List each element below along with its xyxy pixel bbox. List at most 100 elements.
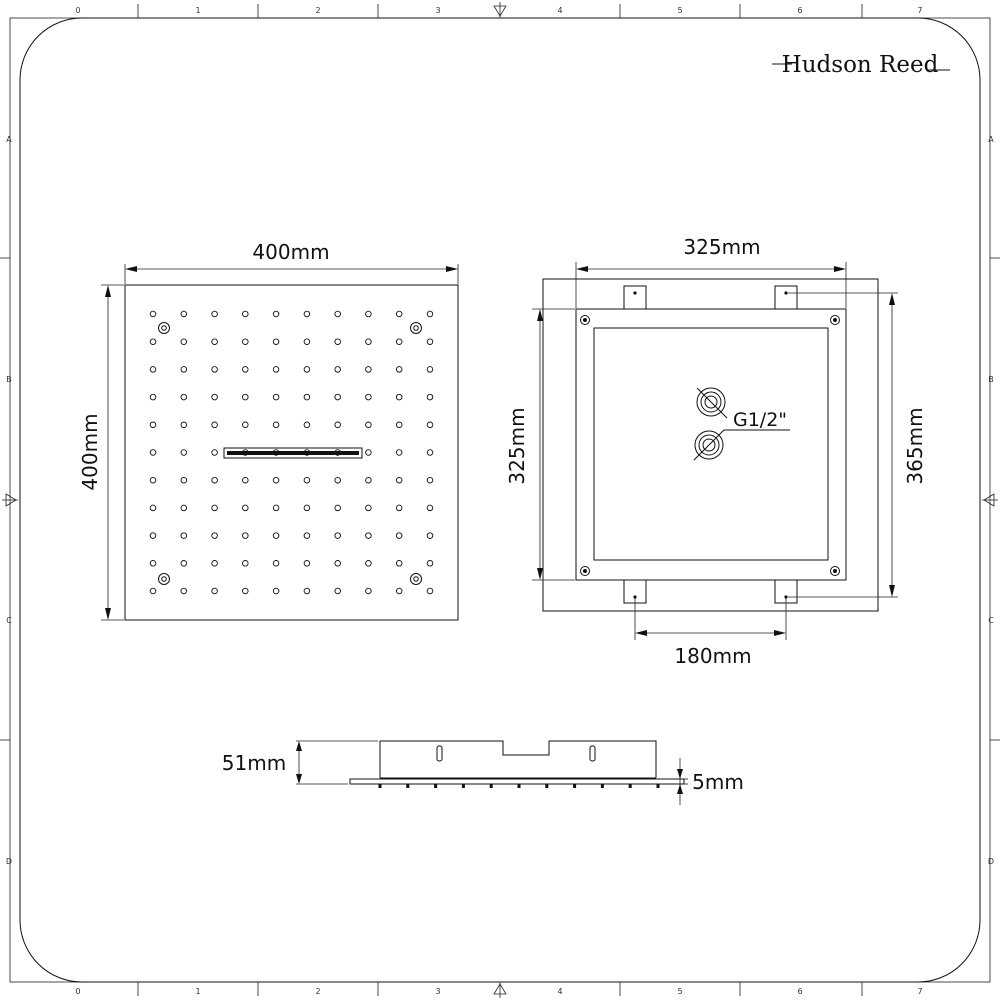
nozzle bbox=[272, 476, 280, 484]
nozzle bbox=[426, 393, 434, 401]
nozzle bbox=[180, 476, 188, 484]
nozzle bbox=[426, 310, 434, 318]
side-height-label: 51mm bbox=[222, 751, 286, 775]
nozzle bbox=[365, 338, 372, 345]
nozzle bbox=[242, 532, 249, 539]
nozzle bbox=[395, 393, 403, 401]
nozzle bbox=[303, 560, 311, 567]
side-nozzle bbox=[656, 784, 660, 788]
nozzle bbox=[180, 310, 188, 318]
bracket-spacing-label: 180mm bbox=[674, 644, 751, 668]
col-label: 5 bbox=[677, 6, 682, 15]
nozzle bbox=[211, 310, 218, 318]
nozzle bbox=[272, 338, 280, 345]
nozzle bbox=[426, 366, 434, 373]
nozzle bbox=[303, 587, 311, 595]
nozzle bbox=[272, 421, 280, 429]
side-body bbox=[379, 740, 657, 778]
nozzle bbox=[242, 393, 249, 401]
mounting-box bbox=[575, 308, 847, 581]
nozzle bbox=[211, 532, 218, 539]
plate-thickness-label: 5mm bbox=[692, 770, 744, 794]
nozzle bbox=[149, 366, 157, 373]
nozzle bbox=[211, 449, 218, 456]
side-nozzle bbox=[600, 784, 604, 788]
nozzle bbox=[334, 366, 341, 373]
row-label: B bbox=[988, 375, 994, 384]
row-label: C bbox=[988, 616, 994, 625]
nozzle bbox=[334, 587, 341, 595]
nozzle bbox=[242, 587, 249, 595]
nozzle bbox=[272, 504, 280, 512]
nozzle bbox=[149, 504, 157, 512]
nozzle bbox=[334, 421, 341, 429]
nozzle bbox=[426, 338, 434, 345]
front-width-dimension: 400mm bbox=[124, 240, 459, 284]
col-label: 1 bbox=[195, 6, 200, 15]
brand-name: Hudson Reed bbox=[782, 52, 939, 78]
outer-frame bbox=[542, 278, 879, 612]
brand-logo: Hudson Reed bbox=[772, 52, 950, 78]
nozzle bbox=[242, 560, 249, 567]
row-label: A bbox=[6, 135, 12, 144]
side-nozzle bbox=[461, 784, 465, 788]
side-nozzle bbox=[434, 784, 438, 788]
nozzle bbox=[395, 310, 403, 318]
back-height-dimension: 325mm bbox=[505, 308, 575, 581]
bracket-spacing-dimension: 180mm bbox=[634, 597, 787, 668]
front-width-label: 400mm bbox=[252, 240, 329, 264]
nozzle bbox=[242, 476, 249, 484]
nozzle bbox=[395, 587, 403, 595]
nozzle bbox=[149, 338, 157, 345]
side-plate bbox=[349, 778, 685, 785]
inner-panel bbox=[593, 327, 829, 561]
back-height-label: 325mm bbox=[505, 407, 529, 484]
nozzle bbox=[180, 560, 188, 567]
nozzle bbox=[272, 310, 280, 318]
nozzle bbox=[303, 393, 311, 401]
water-inlets: G1/2" bbox=[693, 387, 790, 461]
back-width-dimension: 325mm bbox=[575, 235, 847, 308]
col-label: 0 bbox=[75, 987, 80, 996]
nozzle bbox=[180, 449, 188, 456]
nozzle bbox=[149, 421, 157, 429]
nozzle bbox=[426, 504, 434, 512]
nozzle bbox=[211, 504, 218, 512]
col-label: 0 bbox=[75, 6, 80, 15]
nozzle bbox=[426, 476, 434, 484]
nozzle bbox=[242, 338, 249, 345]
col-label: 2 bbox=[315, 6, 320, 15]
inlet-label: G1/2" bbox=[733, 409, 787, 431]
nozzle bbox=[426, 449, 434, 456]
nozzle bbox=[334, 476, 341, 484]
nozzle bbox=[334, 393, 341, 401]
mounting-brackets bbox=[623, 285, 798, 604]
nozzle bbox=[395, 476, 403, 484]
nozzle bbox=[303, 310, 311, 318]
col-label: 6 bbox=[797, 987, 802, 996]
nozzle bbox=[395, 338, 403, 345]
nozzle bbox=[242, 310, 249, 318]
nozzle bbox=[303, 476, 311, 484]
nozzle bbox=[395, 421, 403, 429]
nozzle bbox=[426, 560, 434, 567]
nozzle bbox=[149, 532, 157, 539]
nozzle bbox=[211, 421, 218, 429]
row-label: D bbox=[6, 857, 12, 866]
plate-thickness-dimension: 5mm bbox=[677, 758, 744, 805]
nozzle bbox=[211, 393, 218, 401]
nozzle bbox=[365, 504, 372, 512]
nozzle bbox=[211, 338, 218, 345]
nozzle bbox=[303, 532, 311, 539]
nozzle bbox=[365, 366, 372, 373]
nozzle bbox=[395, 504, 403, 512]
nozzle bbox=[334, 560, 341, 567]
nozzle bbox=[334, 504, 341, 512]
back-view: G1/2" 325mm 325mm 365mm bbox=[505, 235, 927, 668]
nozzle bbox=[180, 338, 188, 345]
nozzle bbox=[426, 421, 434, 429]
row-label: A bbox=[988, 135, 994, 144]
nozzle bbox=[303, 338, 311, 345]
